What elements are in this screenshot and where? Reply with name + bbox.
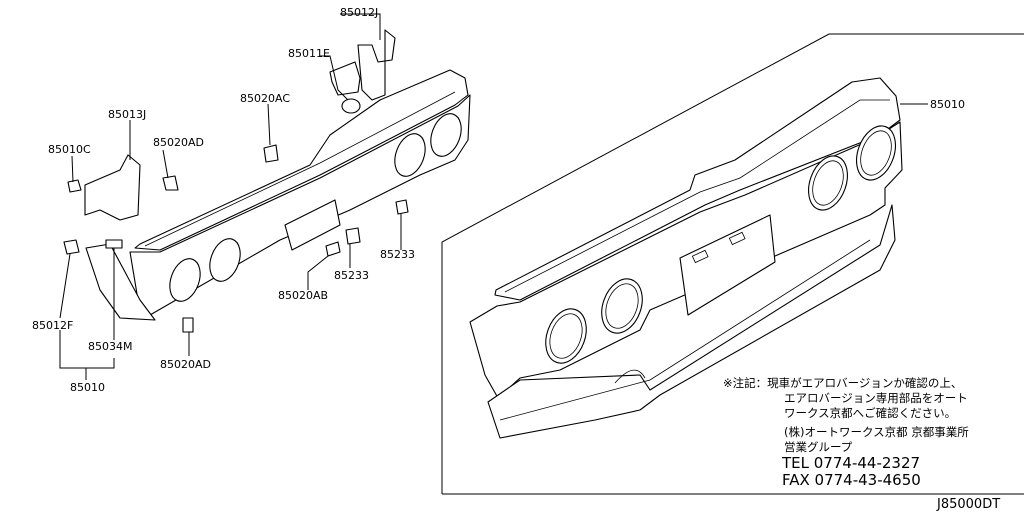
bracket-85011E [329, 61, 361, 96]
label-85012J: 85012J [340, 6, 378, 19]
clip-85233-a [395, 199, 409, 215]
license-plate-recess [679, 214, 776, 316]
label-85012F: 85012F [32, 319, 73, 332]
note-tel: TEL 0774-44-2327 [781, 454, 920, 472]
note-line-3: ワークス京都へご確認ください。 [784, 406, 956, 420]
bolt-85020AB [325, 241, 341, 257]
bracket-85012J [357, 29, 396, 101]
label-85034M: 85034M [88, 340, 132, 353]
diagram-code: J85000DT [936, 497, 1000, 512]
nut-85010C [67, 179, 82, 193]
grommet-85011E [341, 98, 361, 114]
bumper-lower-lip [487, 204, 896, 439]
fastener-85020AC [263, 144, 279, 163]
label-85020AC: 85020AC [240, 92, 290, 105]
note-line-2: エアロバージョン専用部品をオート [784, 391, 968, 405]
label-85020AB: 85020AB [278, 289, 328, 302]
label-85233-a: 85233 [380, 248, 415, 261]
exploded-bumper-view [59, 13, 471, 380]
bumper-top-deck [494, 77, 901, 301]
clip-85034M [105, 239, 123, 249]
label-85233-b: 85233 [334, 269, 369, 282]
note-line-5: 営業グループ [784, 440, 853, 454]
note-line-1: ※注記：現車がエアロバージョンか確認の上、 [723, 376, 962, 390]
lamp-opening-right-outer [856, 125, 896, 181]
note-fax: FAX 0774-43-4650 [782, 471, 921, 489]
label-85020AD-top: 85020AD [153, 136, 204, 149]
lamp-opening-right-inner [808, 155, 848, 211]
view-frame [441, 33, 1024, 494]
label-85020AD-bot: 85020AD [160, 358, 211, 371]
bracket-85013J [84, 154, 141, 221]
dealer-note: ※注記：現車がエアロバージョンか確認の上、 エアロバージョン専用部品をオート ワ… [723, 376, 969, 489]
assembled-bumper-view: 85010 [441, 33, 1024, 495]
plate-area [284, 199, 341, 251]
lamp-hole-4 [169, 258, 201, 302]
note-line-4: (株)オートワークス京都 京都事業所 [784, 425, 969, 439]
label-85013J: 85013J [108, 108, 146, 121]
clip-85233-b [345, 227, 361, 245]
lamp-hole-2 [394, 133, 426, 177]
fastener-85020AD-top [162, 175, 179, 191]
label-85010-left: 85010 [70, 381, 105, 394]
lamp-hole-1 [430, 113, 462, 157]
label-85010-right: 85010 [930, 98, 965, 111]
lamp-hole-3 [209, 238, 241, 282]
clip-85012F [63, 239, 80, 255]
label-85011E: 85011E [288, 47, 330, 60]
exploded-bumper-top [134, 69, 469, 251]
bolt-85020AD-bot [182, 317, 194, 333]
label-85010C: 85010C [48, 143, 91, 156]
